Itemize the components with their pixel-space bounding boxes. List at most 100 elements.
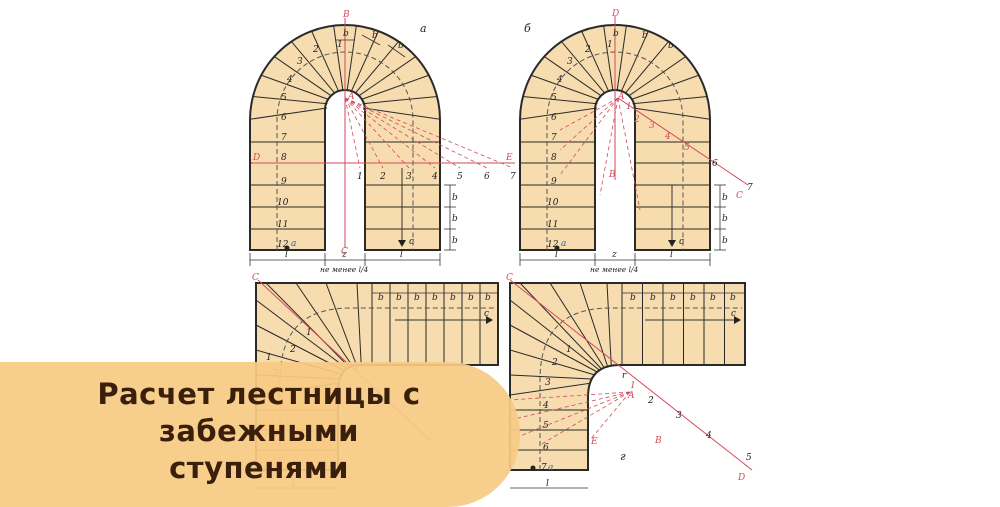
stair-a-right-dims	[444, 184, 456, 251]
winder-tread	[632, 95, 710, 105]
construction-ray	[589, 391, 631, 441]
stair-v-point-lower-c: c	[484, 309, 489, 319]
stair-b-dim-mid: z	[611, 250, 617, 260]
stair-a-step-3: 3	[297, 57, 303, 67]
winder-tread	[579, 283, 613, 381]
stair-a-dim-mid: z	[341, 250, 347, 260]
winder-tread	[362, 107, 440, 121]
stair-g-point-c: C	[506, 273, 513, 283]
stair-g-top-mark-6: b	[730, 293, 736, 303]
stair-a-point-b: B	[342, 10, 350, 20]
stair-a-dim-right: l	[400, 250, 403, 260]
stair-b-step-8: 8	[551, 153, 557, 163]
stair-a-panel-label: а	[420, 22, 427, 35]
stair-b-rays	[559, 97, 641, 211]
winder-tread	[360, 73, 434, 101]
stair-v-step-3: 1	[266, 353, 272, 363]
winder-tread	[510, 299, 613, 381]
stair-b-axis-c	[617, 97, 749, 186]
stair-a-step-4: 4	[286, 75, 293, 85]
winder-tread	[269, 53, 332, 97]
stair-b-step-6: 6	[551, 113, 557, 123]
stair-v-top-mark-3: b	[414, 293, 420, 303]
stair-g-dim: l	[546, 479, 549, 489]
winder-tread	[620, 26, 651, 92]
stair-b-step-10: 10	[547, 198, 559, 208]
stair-b-top-mark-3: b	[668, 41, 674, 51]
stair-g-step-2: 2	[551, 358, 558, 368]
stair-g-arrow-icon	[734, 316, 741, 324]
stair-v-top-mark-6: b	[468, 293, 474, 303]
winder-tread	[520, 95, 598, 105]
stair-b-point-d: D	[611, 9, 619, 19]
stair-g-outline	[509, 282, 746, 471]
stair-g-rays	[509, 391, 631, 446]
stair-a-step-6: 6	[281, 113, 287, 123]
stair-a-step-12: 12	[277, 240, 289, 250]
winder-tread	[628, 53, 691, 97]
stair-a-line-5: 5	[457, 172, 463, 182]
construction-ray	[599, 97, 619, 196]
stair-b-line-2: 2	[633, 115, 640, 125]
stair-a-line-3: 3	[406, 172, 412, 182]
stair-g-point-lower-a: a	[548, 463, 553, 473]
stair-g-step-3: 3	[545, 378, 551, 388]
stair-v-top-mark-7: b	[485, 293, 491, 303]
stair-a-top-mark-1: b	[343, 29, 349, 39]
stair-a-point-lower-a: a	[291, 239, 296, 249]
stair-g-line-5: 5	[746, 453, 752, 463]
stair-g-radius: r	[622, 371, 627, 381]
winder-tread	[519, 283, 613, 381]
stair-a-point-c: C	[341, 247, 348, 257]
winder-tread	[362, 95, 440, 105]
stair-b-step-3: 3	[567, 57, 573, 67]
stair-b-line-5: 5	[684, 143, 690, 153]
stair-b-dim-left: l	[555, 250, 558, 260]
construction-ray	[344, 97, 514, 169]
construction-ray	[539, 391, 631, 446]
stair-a-point-lower-c: c	[409, 237, 414, 247]
stair-a-rays	[344, 97, 514, 169]
stair-a-step-5: 5	[281, 93, 287, 103]
stair-a-labels: а 1 2 3 4 5 6 7 8 9 10 11 12 b b b b b b…	[252, 10, 516, 274]
stair-g-line-1: 1	[630, 381, 636, 391]
stair-b-top-mark-2: b	[642, 31, 648, 41]
page-title: Расчет лестницы с забежными ступенями	[24, 376, 494, 487]
stair-g-top-mark-4: b	[690, 293, 696, 303]
winder-tread	[579, 26, 610, 92]
winder-tread	[510, 324, 613, 381]
stair-g-line-4: 4	[705, 431, 712, 441]
stair-g-step-4: 4	[542, 401, 549, 411]
winder-tread	[616, 25, 628, 91]
construction-ray	[344, 97, 361, 169]
stair-b-step-1: 1	[607, 40, 613, 50]
construction-ray	[617, 97, 641, 211]
stair-g-point-a: A	[627, 391, 635, 401]
stair-g-step-1: 1	[566, 345, 572, 355]
winder-tread	[354, 37, 403, 94]
stair-g-step-6: 6	[543, 443, 549, 453]
stair-g-line-3: 3	[676, 411, 682, 421]
title-banner	[0, 362, 520, 507]
stair-a-top-mark-2: b	[372, 31, 378, 41]
stair-b-line-7: 7	[747, 183, 753, 193]
stair-b-arrow-icon	[668, 240, 676, 247]
stair-b-right-mark-2: b	[722, 214, 728, 224]
winder-tread	[539, 53, 602, 97]
stair-b-point-lower-a: a	[561, 239, 566, 249]
winder-tread	[526, 73, 600, 101]
stair-a-arrow-icon	[398, 240, 406, 247]
stair-plan-g: C A B D E a c r г b b b b b b 1 2 3 4 5 …	[506, 273, 753, 489]
stair-g-point-lower-c: c	[731, 309, 736, 319]
stair-b-point-a: A	[617, 92, 625, 102]
stair-b-step-12: 12	[547, 240, 559, 250]
stair-g-top-mark-1: b	[630, 293, 636, 303]
winder-tread	[549, 283, 613, 381]
stair-a-step-10: 10	[277, 198, 289, 208]
stair-a-step-7: 7	[281, 133, 287, 143]
stair-b-point-b: B	[608, 170, 616, 180]
stair-b-point-lower-c: c	[679, 237, 684, 247]
construction-ray	[509, 391, 631, 441]
stair-a-bottom-dims	[249, 253, 441, 266]
